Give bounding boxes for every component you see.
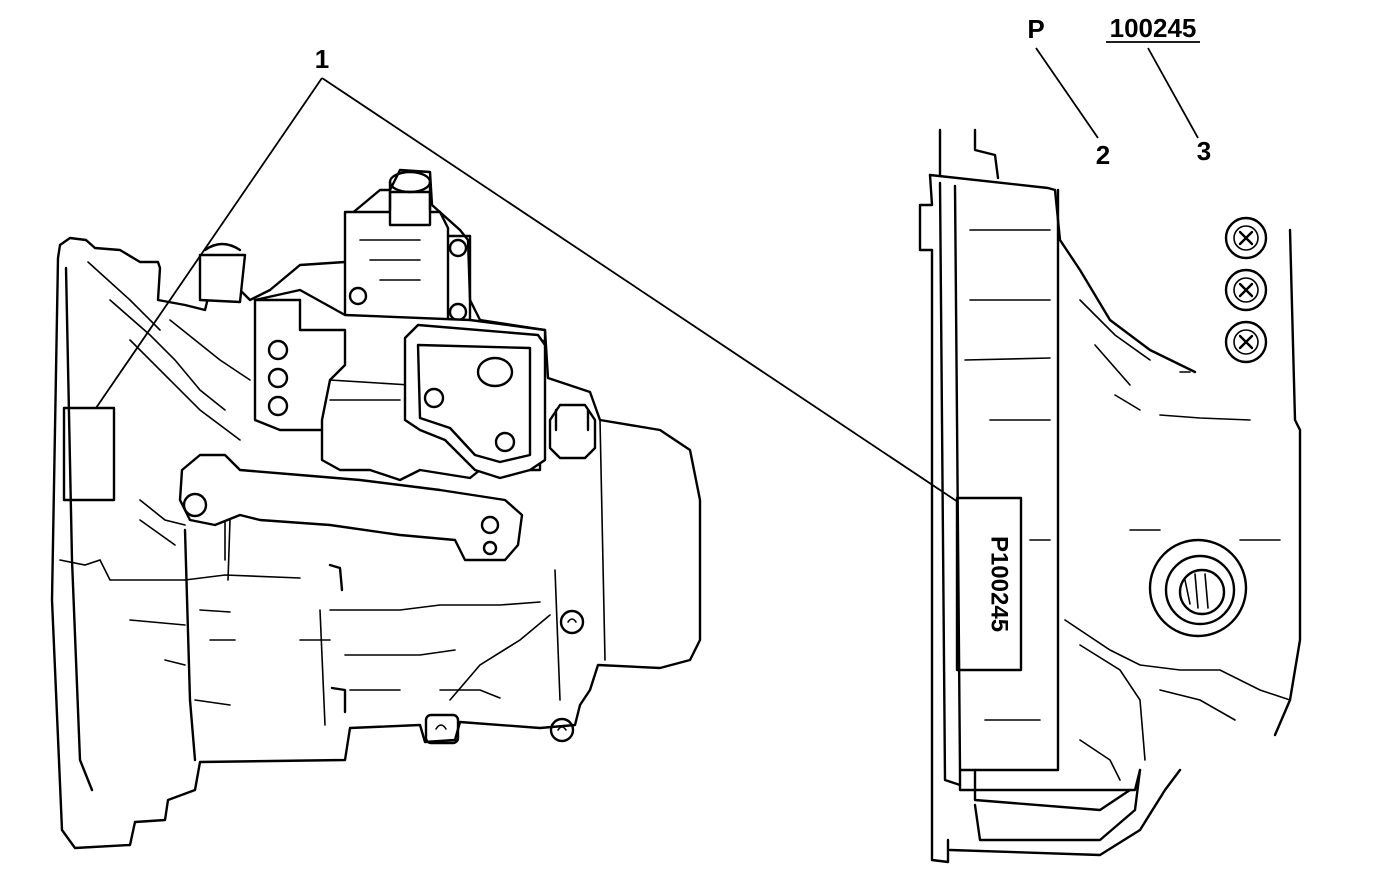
case-closeup: P100245	[918, 128, 1302, 864]
leader-line-2	[1035, 47, 1099, 139]
transmission-assembly	[50, 168, 702, 850]
leader-line-1a	[95, 77, 323, 409]
callout-label-1: 1	[315, 44, 329, 74]
screw-icon	[1224, 216, 1268, 260]
leader-line-3	[1147, 47, 1199, 139]
callout-label-3: 3	[1197, 136, 1211, 166]
plate-stamp-text: P100245	[986, 536, 1013, 632]
leader-line-1b	[321, 77, 959, 503]
screw-icon	[1224, 268, 1268, 312]
callout-label-2: 2	[1096, 140, 1110, 170]
callout-letter-p: P	[1027, 14, 1044, 44]
screw-icon	[1224, 320, 1268, 364]
callout-code: 100245	[1110, 13, 1197, 43]
callouts: 1 P 100245 2 3	[95, 13, 1211, 503]
plug-boss	[1148, 538, 1248, 638]
